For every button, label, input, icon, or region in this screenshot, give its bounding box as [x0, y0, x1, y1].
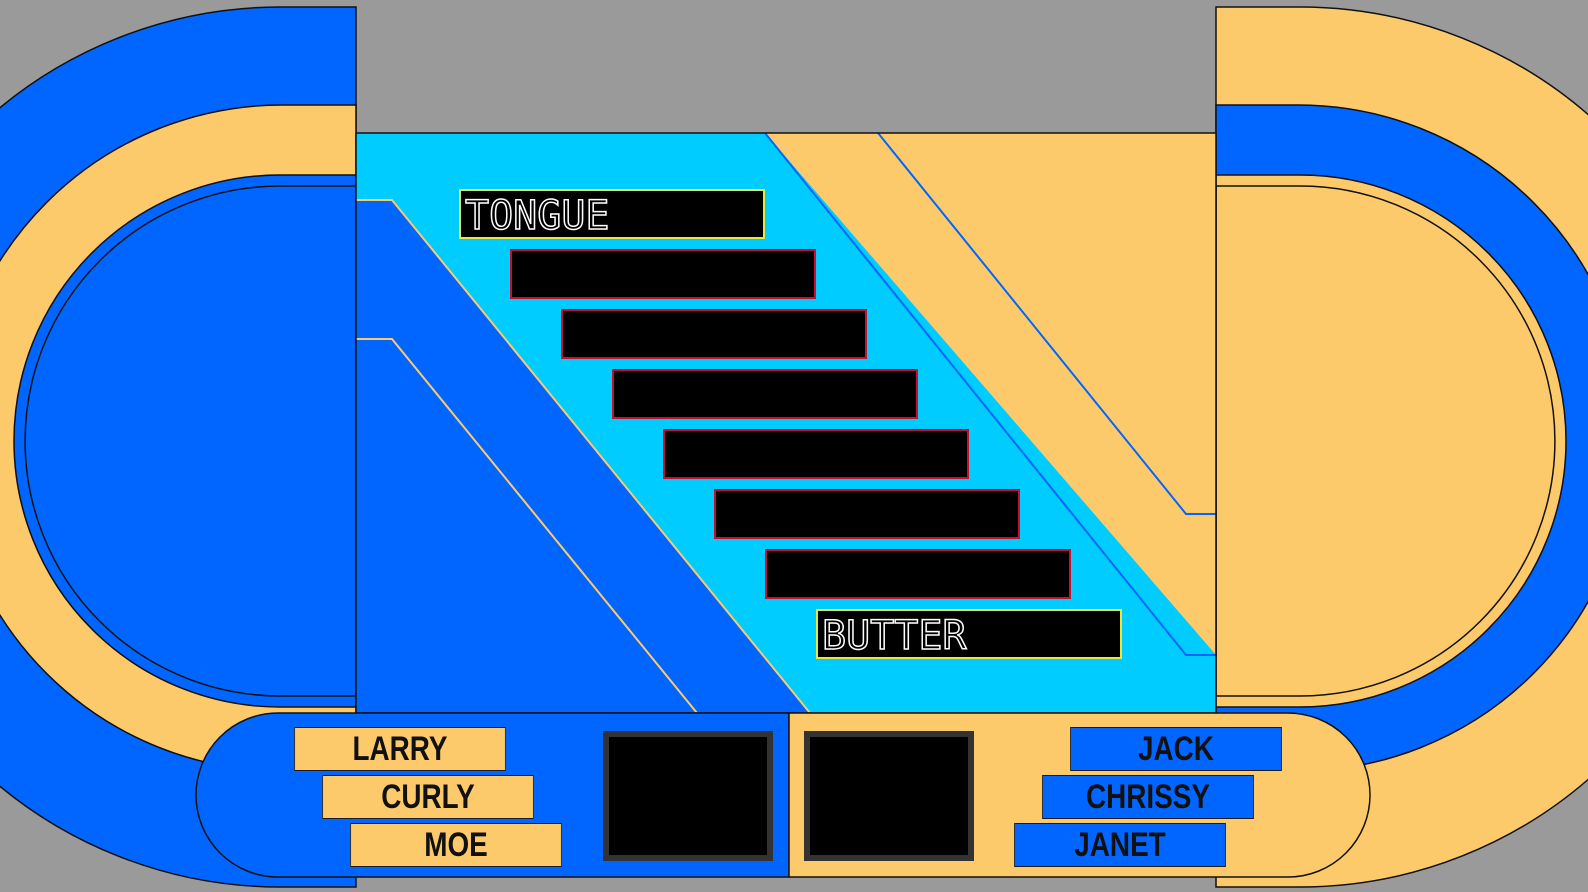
left-track	[0, 6, 357, 888]
left-player-plate: MOE	[350, 823, 562, 867]
right-team-score	[804, 731, 974, 861]
answer-slot	[561, 309, 867, 359]
left-player-plate: CURLY	[322, 775, 534, 819]
answer-slot	[765, 549, 1071, 599]
answer-slot	[714, 489, 1020, 539]
answer-slot-text: BUTTER	[821, 613, 967, 659]
answer-slot	[663, 429, 969, 479]
right-player-plate: JACK	[1070, 727, 1282, 771]
right-player-plate: JANET	[1014, 823, 1226, 867]
right-player-plate: CHRISSY	[1042, 775, 1254, 819]
left-player-plate: LARRY	[294, 727, 506, 771]
answer-slot-text: TONGUE	[464, 193, 610, 239]
answer-slot	[510, 249, 816, 299]
answer-slot: BUTTER	[816, 609, 1122, 659]
answer-slot: TONGUE	[459, 189, 765, 239]
answer-slot	[612, 369, 918, 419]
right-track	[1215, 6, 1588, 888]
left-team-score	[603, 731, 773, 861]
